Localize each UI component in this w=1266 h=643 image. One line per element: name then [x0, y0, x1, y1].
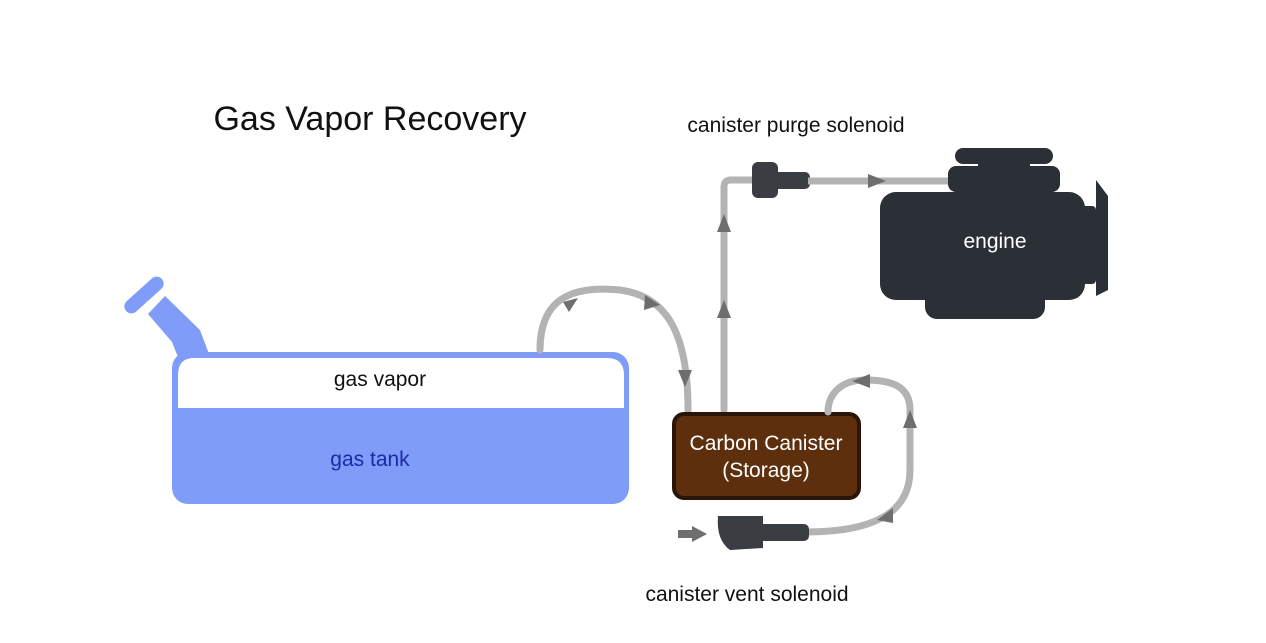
- flow-arrow-icon: [868, 174, 886, 188]
- flow-arrow-icon: [644, 295, 660, 310]
- vent-to-canister-hose: [802, 376, 914, 536]
- page-title: Gas Vapor Recovery: [213, 100, 526, 138]
- purge-solenoid-label: canister purge solenoid: [687, 114, 904, 137]
- engine-icon: [880, 148, 1108, 319]
- flow-arrow-icon: [877, 508, 893, 523]
- flow-arrow-icon: [717, 214, 731, 232]
- engine-label: engine: [963, 230, 1026, 253]
- filler-neck-icon: [124, 276, 212, 362]
- purge-solenoid-icon: [752, 162, 810, 198]
- vent-solenoid-label: canister vent solenoid: [645, 583, 848, 606]
- flow-arrow-icon: [852, 374, 870, 388]
- canister-to-purge-hose: [720, 176, 759, 414]
- gas-vapor-label: gas vapor: [334, 368, 426, 391]
- flow-arrow-icon: [678, 370, 692, 387]
- gas-tank-label: gas tank: [330, 448, 410, 471]
- canister-label-line2: (Storage): [722, 459, 810, 482]
- tank-to-canister-hose: [536, 285, 692, 414]
- carbon-canister: [672, 412, 861, 500]
- flow-arrow-icon: [903, 410, 917, 428]
- vent-solenoid-icon: [717, 516, 809, 550]
- flow-arrow-icon: [717, 300, 731, 318]
- flow-arrow-icon: [678, 526, 707, 542]
- flow-arrow-icon: [563, 298, 578, 312]
- canister-label-line1: Carbon Canister: [690, 432, 843, 455]
- gas-tank-icon: [172, 352, 629, 504]
